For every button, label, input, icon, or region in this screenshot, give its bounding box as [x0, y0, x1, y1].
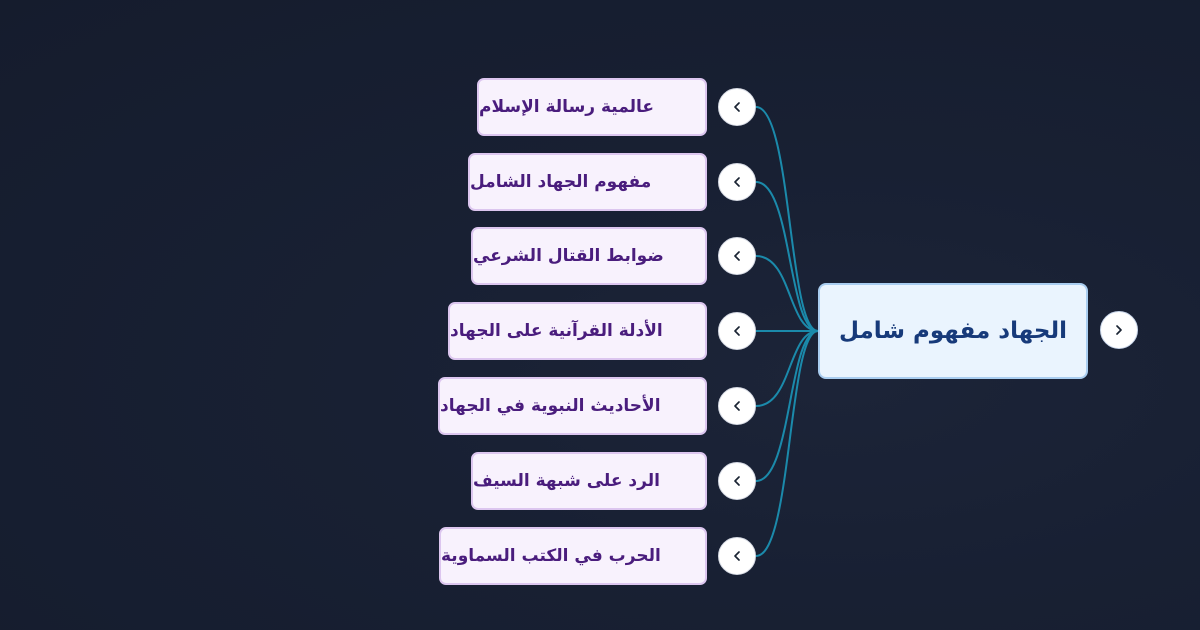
child-node[interactable]: مفهوم الجهاد الشامل [468, 153, 707, 211]
chevron-right-icon [1116, 325, 1122, 335]
child-expand-toggle[interactable] [718, 88, 756, 126]
child-node-label: الأحاديث النبوية في الجهاد [440, 396, 661, 416]
connector-line [755, 181, 819, 332]
chevron-left-icon [734, 551, 740, 561]
chevron-left-icon [734, 326, 740, 336]
connector-line [755, 255, 819, 332]
connector-line [755, 330, 819, 557]
child-expand-toggle[interactable] [718, 462, 756, 500]
child-node-label: الحرب في الكتب السماوية [441, 546, 661, 566]
root-collapse-toggle[interactable] [1100, 311, 1138, 349]
chevron-left-icon [734, 177, 740, 187]
root-node-label: الجهاد مفهوم شامل [839, 318, 1068, 344]
chevron-left-icon [734, 251, 740, 261]
chevron-left-icon [734, 401, 740, 411]
child-node[interactable]: الأحاديث النبوية في الجهاد [438, 377, 707, 435]
child-node[interactable]: عالمية رسالة الإسلام [477, 78, 707, 136]
child-node-label: الرد على شبهة السيف [473, 471, 660, 491]
chevron-left-icon [734, 102, 740, 112]
child-node-label: مفهوم الجهاد الشامل [470, 172, 652, 192]
child-node[interactable]: الحرب في الكتب السماوية [439, 527, 707, 585]
child-node[interactable]: الرد على شبهة السيف [471, 452, 707, 510]
root-node[interactable]: الجهاد مفهوم شامل [818, 283, 1088, 379]
child-expand-toggle[interactable] [718, 312, 756, 350]
connector-line [755, 330, 819, 482]
child-node[interactable]: ضوابط القتال الشرعي [471, 227, 707, 285]
child-node-label: عالمية رسالة الإسلام [479, 97, 655, 117]
chevron-left-icon [734, 476, 740, 486]
child-expand-toggle[interactable] [718, 387, 756, 425]
child-node-label: الأدلة القرآنية على الجهاد [450, 321, 663, 341]
child-node[interactable]: الأدلة القرآنية على الجهاد [448, 302, 707, 360]
child-node-label: ضوابط القتال الشرعي [473, 246, 664, 266]
child-expand-toggle[interactable] [718, 237, 756, 275]
connector-line [755, 330, 819, 407]
child-expand-toggle[interactable] [718, 537, 756, 575]
child-expand-toggle[interactable] [718, 163, 756, 201]
connector-line [755, 106, 819, 332]
